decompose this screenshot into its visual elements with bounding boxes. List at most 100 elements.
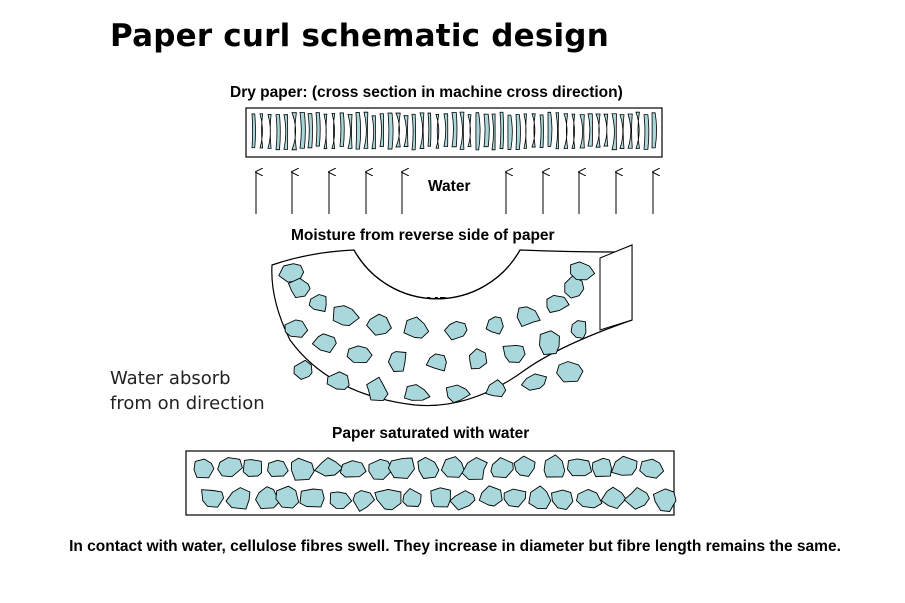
dry-fibre — [395, 112, 401, 148]
dry-fibre — [603, 113, 609, 147]
dry-fibre — [355, 112, 362, 150]
saturated-fibre — [275, 485, 300, 509]
dry-fibre — [411, 113, 416, 151]
dry-fibre — [587, 113, 593, 147]
curled-fibre — [502, 344, 526, 363]
dry-fibre — [579, 114, 585, 149]
saturated-fibre — [652, 488, 677, 512]
saturated-fibre — [368, 458, 394, 480]
dry-fibre — [419, 112, 425, 149]
dry-fibre — [467, 114, 472, 147]
curled-fibre — [556, 361, 584, 383]
saturated-fibre — [611, 455, 638, 476]
curled-paper-fibres — [278, 261, 596, 404]
dry-fibre — [651, 112, 657, 149]
dry-fibre — [635, 111, 640, 149]
dry-fibre — [483, 113, 490, 148]
moisture-label: Moisture from reverse side of paper — [291, 227, 555, 244]
saturated-fibre — [478, 485, 503, 507]
dry-fibre — [531, 113, 536, 148]
dry-fibre — [459, 111, 465, 150]
saturated-fibre — [503, 488, 527, 508]
dry-fibre — [299, 112, 306, 149]
dry-fibre — [435, 113, 440, 149]
saturated-fibre — [576, 488, 603, 509]
dry-fibre — [515, 114, 521, 151]
curled-fibre — [366, 376, 389, 402]
dry-fibre — [307, 113, 313, 149]
saturated-fibre — [329, 491, 353, 509]
curled-fibre — [520, 373, 548, 391]
saturated-fibre — [217, 457, 243, 478]
dry-fibre — [451, 112, 458, 148]
dry-fibre — [643, 114, 650, 150]
dry-fibre — [499, 111, 504, 149]
caption-text: In contact with water, cellulose fibres … — [69, 538, 841, 555]
dry-fibre — [611, 113, 617, 151]
saturated-fibre — [623, 487, 650, 510]
saturated-fibre — [567, 458, 593, 477]
saturated-fibre — [299, 488, 325, 508]
dry-fibre — [275, 114, 281, 151]
curled-fibre — [387, 351, 407, 372]
dry-fibre — [267, 113, 272, 149]
dry-paper-fibres — [251, 111, 657, 151]
curled-fibre — [445, 384, 471, 404]
curled-fibre — [485, 316, 504, 335]
saturated-paper-label: Paper saturated with water — [332, 425, 530, 442]
curled-fibre — [546, 294, 570, 313]
saturated-fibre — [417, 456, 440, 479]
dry-fibre — [251, 113, 256, 149]
dry-paper-strip — [245, 107, 663, 158]
saturated-fibre — [430, 487, 451, 508]
curled-paper — [271, 244, 633, 407]
saturated-fibre — [387, 457, 415, 479]
dry-fibre — [387, 112, 394, 150]
dry-fibre — [363, 111, 369, 149]
dry-fibre — [523, 113, 527, 149]
dry-paper-label: Dry paper: (cross section in machine cro… — [230, 84, 623, 101]
saturated-fibre — [290, 457, 315, 481]
curled-fibre — [539, 330, 560, 356]
dry-fibre — [475, 112, 481, 151]
saturated-fibre — [352, 490, 375, 512]
water-absorb-note-line2: from on direction — [110, 393, 265, 414]
dry-fibre — [571, 113, 576, 149]
curled-fibre — [326, 371, 350, 390]
curled-fibre — [308, 294, 327, 312]
saturated-fibre — [600, 486, 627, 509]
curl-inner-arc — [353, 249, 521, 300]
dry-fibre — [427, 112, 432, 147]
water-absorb-note-line1: Water absorb — [110, 368, 231, 389]
water-arrows — [256, 172, 653, 214]
dry-fibre — [491, 113, 496, 151]
saturated-paper-fibres — [193, 454, 677, 512]
dry-fibre — [331, 113, 336, 149]
dry-fibre — [595, 113, 601, 148]
water-label: Water — [428, 178, 471, 195]
saturated-fibre — [374, 488, 402, 511]
dry-fibre — [627, 113, 633, 149]
curled-fibre — [516, 306, 541, 327]
saturated-paper-strip — [185, 450, 677, 516]
water-absorb-note: Water absorb from on direction — [110, 366, 265, 416]
curled-fibre — [469, 348, 488, 370]
dry-fibre — [259, 113, 264, 149]
saturated-fibre — [639, 458, 665, 479]
curled-paper-end-face — [599, 244, 633, 331]
curled-fibre — [332, 305, 360, 327]
saturated-fibre — [402, 488, 422, 507]
dry-fibre — [563, 113, 569, 149]
dry-fibre — [403, 115, 409, 147]
dry-fibre — [339, 112, 345, 147]
curled-fibre — [403, 316, 430, 339]
saturated-fibre — [528, 485, 552, 510]
saturated-fibre — [440, 456, 465, 478]
curled-fibre — [570, 320, 587, 339]
curled-fibre — [284, 319, 309, 338]
dry-fibre — [347, 114, 353, 149]
saturated-fibre — [543, 454, 566, 478]
saturated-fibre — [255, 486, 280, 510]
dry-fibre — [323, 113, 328, 150]
